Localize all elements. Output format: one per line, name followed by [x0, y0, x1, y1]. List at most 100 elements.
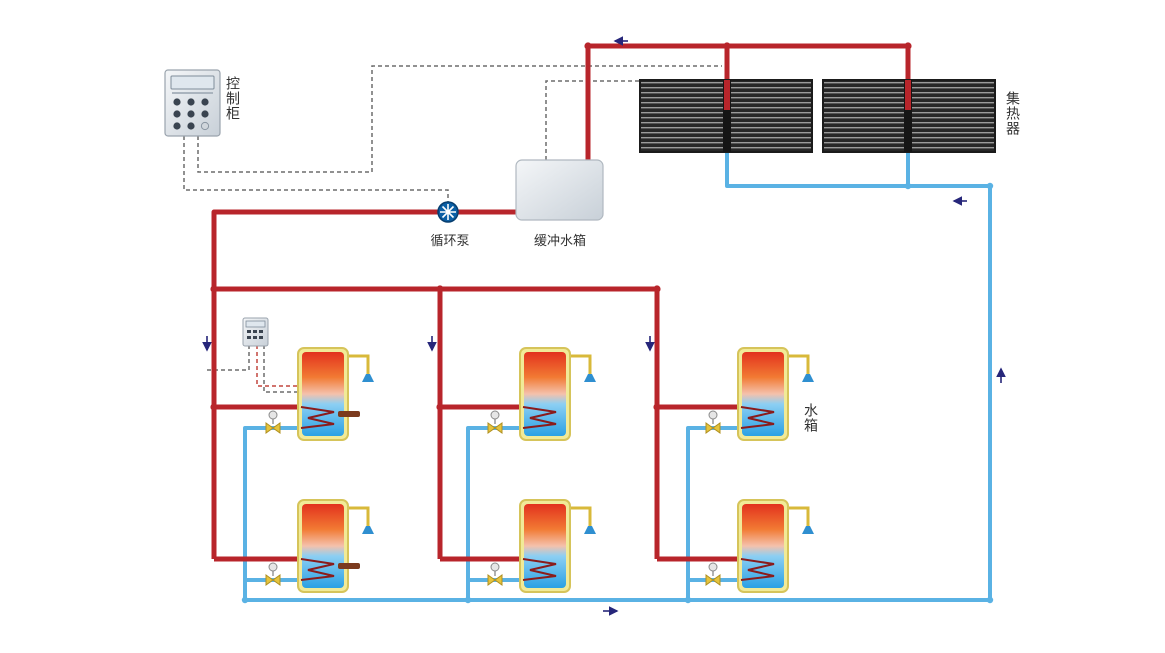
- cold-riser-column-3: [686, 426, 744, 600]
- signal-line-controller-to-tank-red: [256, 345, 298, 387]
- electric-heater-rod: [338, 411, 360, 417]
- gauge-icon: [268, 410, 278, 420]
- water-tank-icon: [487, 499, 596, 593]
- water-tank-icon: [265, 347, 374, 441]
- controller-key: [247, 336, 251, 339]
- collector-header-1: [723, 80, 731, 152]
- keypad-button: [201, 110, 209, 118]
- flow-arrows: [202, 36, 1006, 616]
- gauge-icon: [490, 562, 500, 572]
- cold-junction: [241, 596, 249, 604]
- controller-key: [253, 330, 257, 333]
- water-tank-icon: [705, 499, 814, 593]
- hot-junction: [904, 42, 912, 50]
- tank-controller-icon: [242, 317, 269, 347]
- signal-line-controller-left: [207, 345, 250, 371]
- keypad-button: [201, 98, 209, 106]
- collector-header-2: [904, 80, 912, 152]
- buffer-tank-icon: [515, 159, 604, 221]
- tank-water: [302, 504, 344, 588]
- hot-water-outlet-pipe: [342, 354, 370, 374]
- hot-junction: [436, 285, 444, 293]
- collector-hot-header-2: [905, 80, 911, 110]
- signal-line-buffer-to-collector: [545, 80, 640, 160]
- cold-junction: [986, 182, 994, 190]
- keypad-button: [187, 98, 195, 106]
- hot-water-outlet-pipe: [782, 354, 810, 374]
- hot-supply-main-pipe: [211, 209, 438, 559]
- tank-water: [524, 504, 566, 588]
- heat-exchange-coil: [522, 406, 557, 429]
- tank-water: [302, 352, 344, 436]
- hot-junction: [584, 42, 592, 50]
- cold-junction: [986, 596, 994, 604]
- tap-icon: [584, 526, 596, 534]
- pump-icon: [437, 201, 459, 223]
- electric-heater-rod: [338, 563, 360, 569]
- keypad-button: [173, 110, 181, 118]
- valve-icon: [265, 574, 281, 586]
- tap-icon: [802, 526, 814, 534]
- hot-water-outlet-pipe: [564, 506, 592, 526]
- hot-junction: [653, 403, 661, 411]
- solar-collector-icon: [639, 79, 996, 153]
- controller-key: [259, 336, 263, 339]
- tap-icon: [584, 374, 596, 382]
- tap-icon: [802, 374, 814, 382]
- hot-junction: [436, 403, 444, 411]
- cold-pipes: [241, 152, 994, 604]
- tap-icon: [362, 374, 374, 382]
- cold-junction: [904, 182, 912, 190]
- hot-pipes: [210, 42, 912, 562]
- valve-icon: [487, 574, 503, 586]
- keypad-button: [187, 110, 195, 118]
- control-cabinet-label: 控制柜: [224, 76, 240, 121]
- hot-junction: [210, 285, 218, 293]
- tank-water: [524, 352, 566, 436]
- pump-label: 循环泵: [430, 234, 469, 249]
- pump-fan: [440, 204, 456, 220]
- signal-line-controller-to-tank: [263, 345, 298, 393]
- valve-icon: [705, 422, 721, 434]
- tank-water: [742, 352, 784, 436]
- gauge-icon: [708, 562, 718, 572]
- valve-icon: [265, 422, 281, 434]
- keypad-button: [200, 121, 210, 131]
- hot-water-outlet-pipe: [782, 506, 810, 526]
- hot-junction: [723, 42, 731, 50]
- controller-key: [259, 330, 263, 333]
- valve-icon: [705, 574, 721, 586]
- buffer-tank-label: 缓冲水箱: [534, 233, 586, 249]
- keypad-button: [187, 122, 195, 130]
- signal-lines: [183, 65, 722, 393]
- buffer-tank-body: [515, 159, 604, 221]
- heat-exchange-coil: [300, 406, 335, 429]
- cold-riser-column-2: [466, 426, 526, 600]
- cabinet-display: [170, 75, 215, 90]
- keypad-button: [173, 98, 181, 106]
- heat-exchange-coil: [740, 558, 775, 581]
- controller-key: [253, 336, 257, 339]
- heat-exchange-coil: [300, 558, 335, 581]
- hot-junction: [210, 403, 218, 411]
- signal-line-cabinet-to-collector: [197, 65, 722, 173]
- collector-hot-header-1: [724, 80, 730, 110]
- gauge-icon: [708, 410, 718, 420]
- tank-water: [742, 504, 784, 588]
- heat-exchange-coil: [740, 406, 775, 429]
- control-panel-icon: [164, 69, 221, 137]
- keypad-button: [173, 122, 181, 130]
- water-tanks: [265, 347, 814, 593]
- controller-display: [245, 320, 266, 328]
- water-tank-icon: [705, 347, 814, 441]
- cold-return-main-pipe: [243, 152, 992, 602]
- hot-water-outlet-pipe: [564, 354, 592, 374]
- hot-junction: [653, 285, 661, 293]
- hot-water-outlet-pipe: [342, 506, 370, 526]
- water-tank-icon: [265, 499, 374, 593]
- gauge-icon: [490, 410, 500, 420]
- gauge-icon: [268, 562, 278, 572]
- water-tank-icon: [487, 347, 596, 441]
- valve-icon: [487, 422, 503, 434]
